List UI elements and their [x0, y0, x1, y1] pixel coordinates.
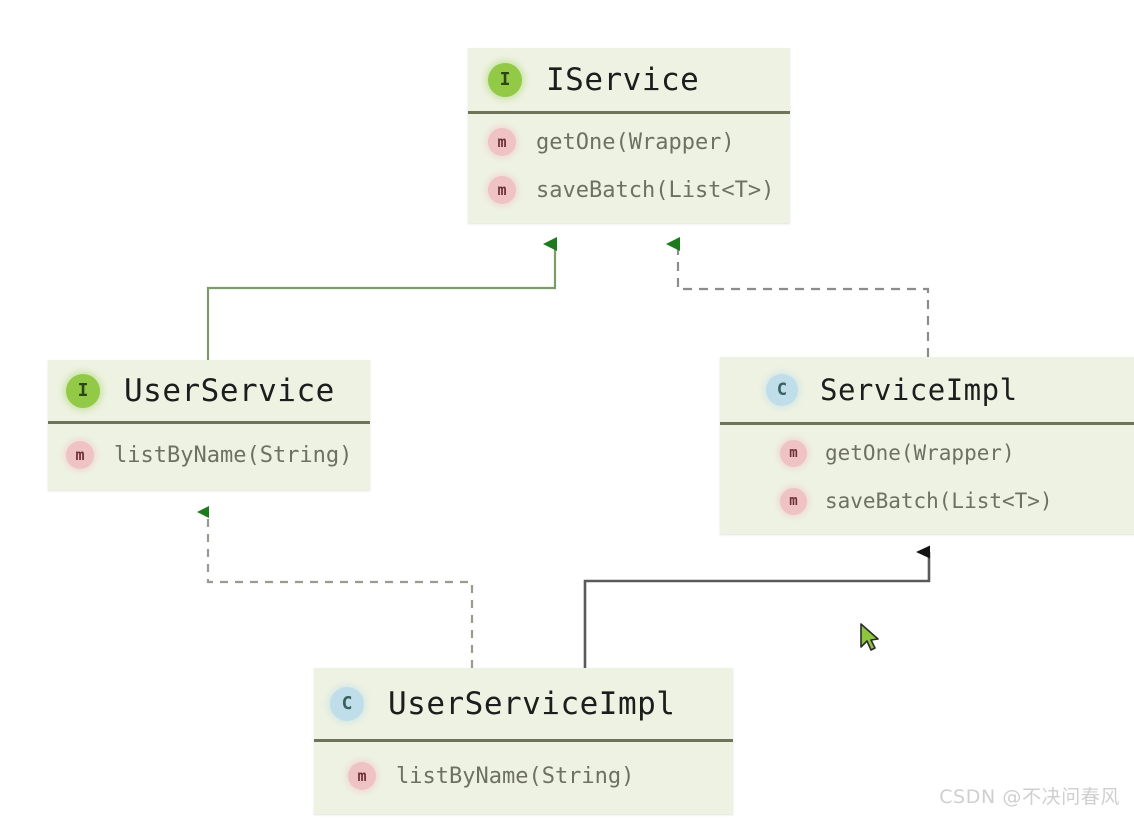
edge-userservice-to-iservice — [206, 237, 557, 360]
method-label: saveBatch(List<T>) — [536, 177, 775, 203]
class-icon: C — [330, 686, 364, 721]
edge-userserviceimpl-to-userservice — [197, 506, 474, 668]
method-icon: m — [488, 176, 516, 204]
method-icon: m — [488, 128, 516, 156]
class-box-userservice[interactable]: I UserService m listByName(String) — [48, 360, 370, 490]
class-box-userserviceimpl[interactable]: C UserServiceImpl m listByName(String) — [314, 668, 733, 814]
member-list-userservice: m listByName(String) — [48, 424, 370, 490]
class-box-iservice[interactable]: I IService m getOne(Wrapper) m saveBatch… — [468, 48, 790, 223]
method-icon: m — [66, 441, 94, 469]
member-list-serviceimpl: m getOne(Wrapper) m saveBatch(List<T>) — [720, 425, 1134, 533]
member-row[interactable]: m getOne(Wrapper) — [468, 118, 790, 166]
mouse-pointer-icon — [860, 623, 879, 651]
method-icon: m — [780, 439, 807, 467]
member-row[interactable]: m saveBatch(List<T>) — [468, 166, 790, 214]
method-icon: m — [780, 487, 807, 515]
class-header-serviceimpl: C ServiceImpl — [720, 357, 1134, 425]
method-label: getOne(Wrapper) — [825, 441, 1015, 465]
method-label: getOne(Wrapper) — [536, 129, 735, 155]
watermark: CSDN @不决问春风 — [939, 786, 1120, 808]
member-row[interactable]: m listByName(String) — [48, 428, 370, 482]
member-row[interactable]: m listByName(String) — [314, 746, 733, 806]
member-list-userserviceimpl: m listByName(String) — [314, 742, 733, 814]
class-name-serviceimpl: ServiceImpl — [820, 372, 1018, 407]
class-box-serviceimpl[interactable]: C ServiceImpl m getOne(Wrapper) m saveBa… — [720, 357, 1134, 534]
interface-icon: I — [66, 373, 100, 408]
member-list-iservice: m getOne(Wrapper) m saveBatch(List<T>) — [468, 114, 790, 222]
method-icon: m — [348, 762, 376, 790]
class-name-iservice: IService — [546, 61, 700, 98]
method-label: listByName(String) — [114, 442, 353, 468]
method-label: listByName(String) — [396, 763, 635, 789]
edge-serviceimpl-to-iservice — [666, 237, 930, 357]
class-name-userserviceimpl: UserServiceImpl — [388, 685, 676, 722]
class-header-userservice: I UserService — [48, 360, 370, 424]
class-name-userservice: UserService — [124, 372, 335, 409]
class-header-iservice: I IService — [468, 48, 790, 114]
member-row[interactable]: m saveBatch(List<T>) — [720, 477, 1134, 525]
member-row[interactable]: m getOne(Wrapper) — [720, 429, 1134, 477]
class-header-userserviceimpl: C UserServiceImpl — [314, 668, 733, 742]
class-icon: C — [766, 373, 798, 406]
interface-icon: I — [488, 62, 522, 97]
method-label: saveBatch(List<T>) — [825, 489, 1053, 513]
